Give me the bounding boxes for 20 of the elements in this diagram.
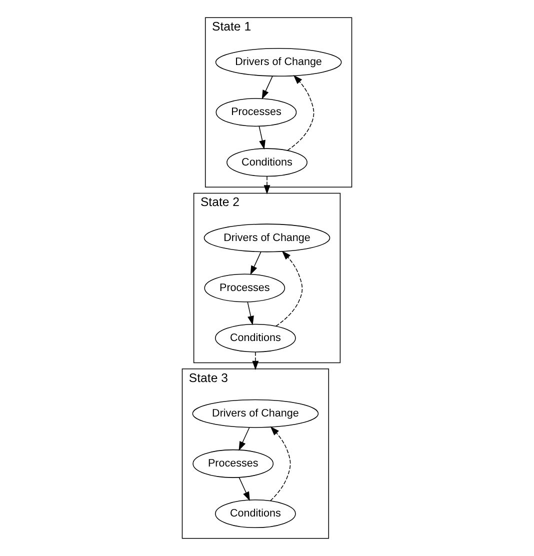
arrow [287,75,314,151]
arrow [247,302,254,326]
arrow [276,250,303,326]
node-ellipse: Conditions [215,324,296,352]
arrow [262,76,273,100]
arrow [252,352,259,370]
node-ellipse: Drivers of Change [204,224,330,252]
arrow [238,427,250,451]
arrow [258,126,266,150]
node-ellipse: Drivers of Change [215,48,342,77]
arrow [264,176,270,194]
arrow [238,477,250,502]
arrow [250,252,262,276]
node-ellipse: Conditions [226,148,308,177]
arrow [270,426,291,502]
node-ellipse: Conditions [215,500,296,528]
node-ellipse: Processes [192,449,274,478]
node-ellipse: Processes [204,274,286,302]
node-ellipse: Drivers of Change [192,399,319,428]
node-ellipse: Processes [216,98,297,127]
